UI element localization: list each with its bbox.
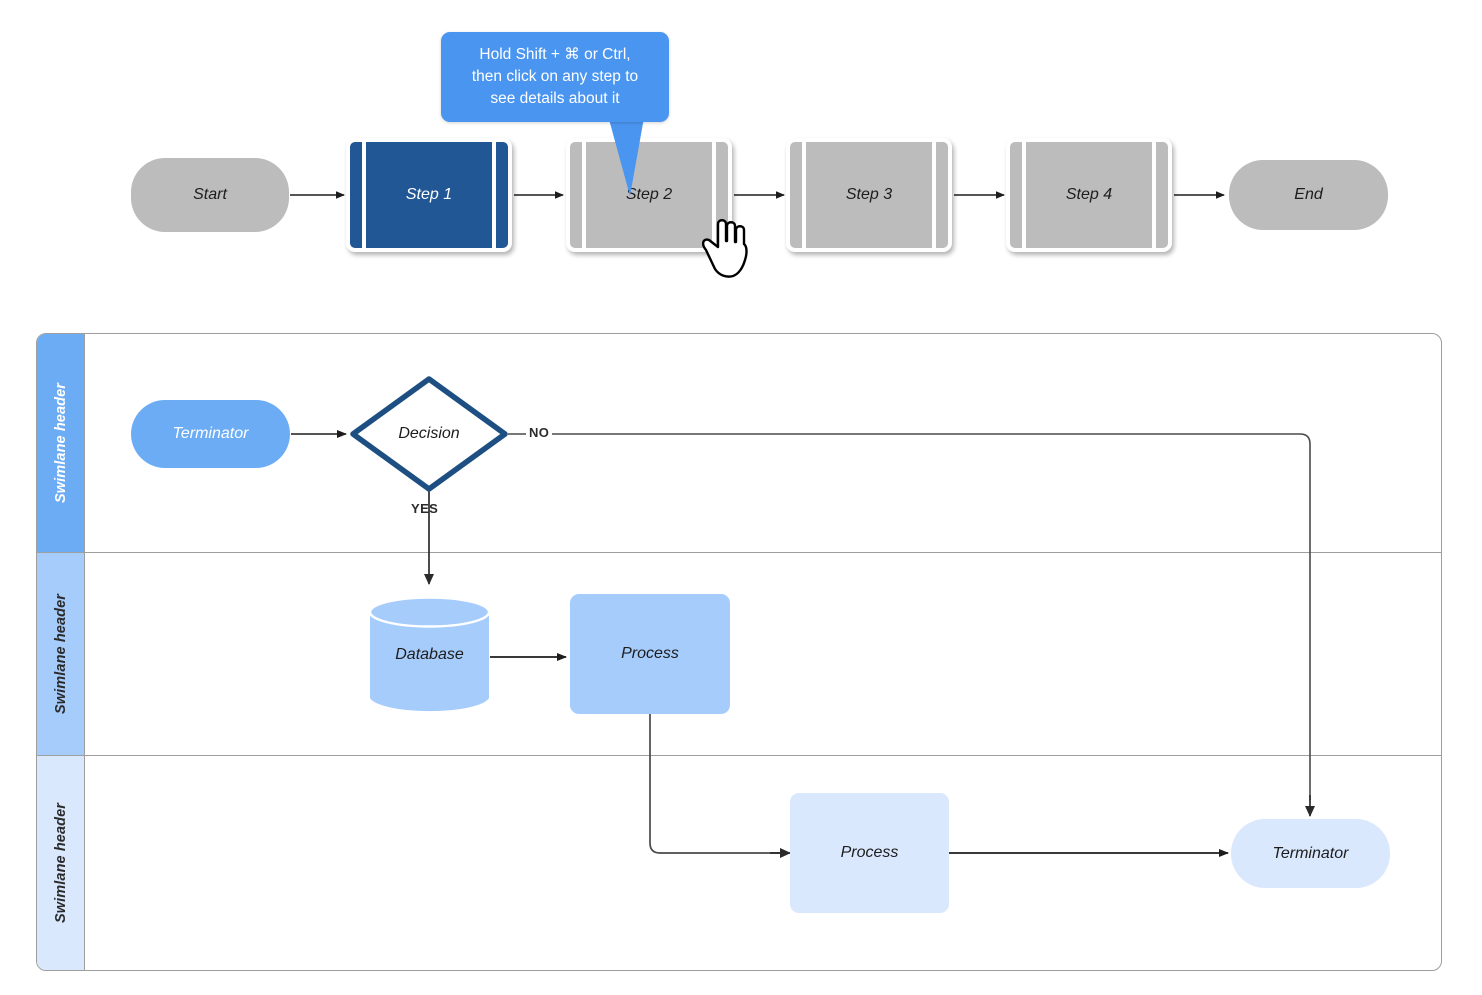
step-4-label-area: Step 4 bbox=[1026, 142, 1152, 248]
tooltip-line-1: Hold Shift + ⌘ or Ctrl, bbox=[479, 46, 631, 63]
step-3-right-bar bbox=[936, 142, 948, 248]
step-4[interactable]: Step 4 bbox=[1006, 138, 1172, 252]
step-2-left-bar bbox=[570, 142, 582, 248]
swimlane-3: Swimlane header bbox=[37, 755, 1441, 970]
swimlane-3-header[interactable]: Swimlane header bbox=[37, 755, 85, 970]
swimlane-1-header[interactable]: Swimlane header bbox=[37, 334, 85, 553]
shape-process-mid[interactable]: Process bbox=[570, 594, 730, 714]
swimlane-3-header-label: Swimlane header bbox=[52, 802, 69, 923]
step-4-right-bar bbox=[1156, 142, 1168, 248]
step-3-label: Step 3 bbox=[845, 186, 893, 203]
tooltip-line-2: then click on any step to bbox=[471, 68, 639, 85]
step-flow-row: Start Step 1 Ste bbox=[0, 0, 1482, 300]
step-3[interactable]: Step 3 bbox=[786, 138, 952, 252]
swimlane-2-header-label: Swimlane header bbox=[52, 594, 69, 714]
shape-terminator-top[interactable]: Terminator bbox=[131, 400, 290, 468]
edge-label-no: NO bbox=[526, 425, 553, 440]
step-1-label-area: Step 1 bbox=[366, 142, 492, 248]
shape-process-bottom-label: Process bbox=[840, 844, 899, 861]
shape-decision[interactable]: Decision bbox=[348, 374, 510, 494]
swimlane-1-header-label: Swimlane header bbox=[52, 383, 69, 504]
shape-process-bottom[interactable]: Process bbox=[790, 793, 949, 913]
step-4-label: Step 4 bbox=[1065, 186, 1113, 203]
step-1-right-bar bbox=[496, 142, 508, 248]
step-2-label-area: Step 2 bbox=[586, 142, 712, 248]
tooltip-line-3: see details about it bbox=[490, 90, 620, 107]
swimlane-2-header[interactable]: Swimlane header bbox=[37, 553, 85, 755]
shape-database-label: Database bbox=[395, 646, 464, 663]
step-4-left-bar bbox=[1010, 142, 1022, 248]
shape-database[interactable]: Database bbox=[369, 597, 490, 713]
shape-terminator-bottom[interactable]: Terminator bbox=[1231, 819, 1390, 888]
step-2-label: Step 2 bbox=[625, 186, 673, 203]
database-cylinder-icon bbox=[369, 597, 490, 712]
shortcut-tooltip: Hold Shift + ⌘ or Ctrl, then click on an… bbox=[441, 32, 669, 122]
shape-process-mid-label: Process bbox=[621, 645, 679, 662]
swimlane-2: Swimlane header bbox=[37, 553, 1441, 756]
shape-terminator-bottom-label: Terminator bbox=[1272, 844, 1349, 862]
step-1-left-bar bbox=[350, 142, 362, 248]
step-1[interactable]: Step 1 bbox=[346, 138, 512, 252]
step-start-label: Start bbox=[193, 186, 227, 203]
shape-terminator-top-label: Terminator bbox=[172, 425, 249, 442]
step-end-label: End bbox=[1294, 186, 1323, 203]
hand-pointer-cursor bbox=[701, 219, 748, 278]
step-3-label-area: Step 3 bbox=[806, 142, 932, 248]
decision-diamond-icon bbox=[350, 376, 508, 492]
edge-label-yes: YES bbox=[411, 501, 439, 516]
swimlane-2-body bbox=[85, 553, 1441, 754]
step-start[interactable]: Start bbox=[131, 158, 289, 232]
shape-decision-label: Decision bbox=[398, 425, 460, 442]
step-1-label: Step 1 bbox=[405, 186, 453, 203]
step-end[interactable]: End bbox=[1229, 160, 1388, 230]
step-3-left-bar bbox=[790, 142, 802, 248]
